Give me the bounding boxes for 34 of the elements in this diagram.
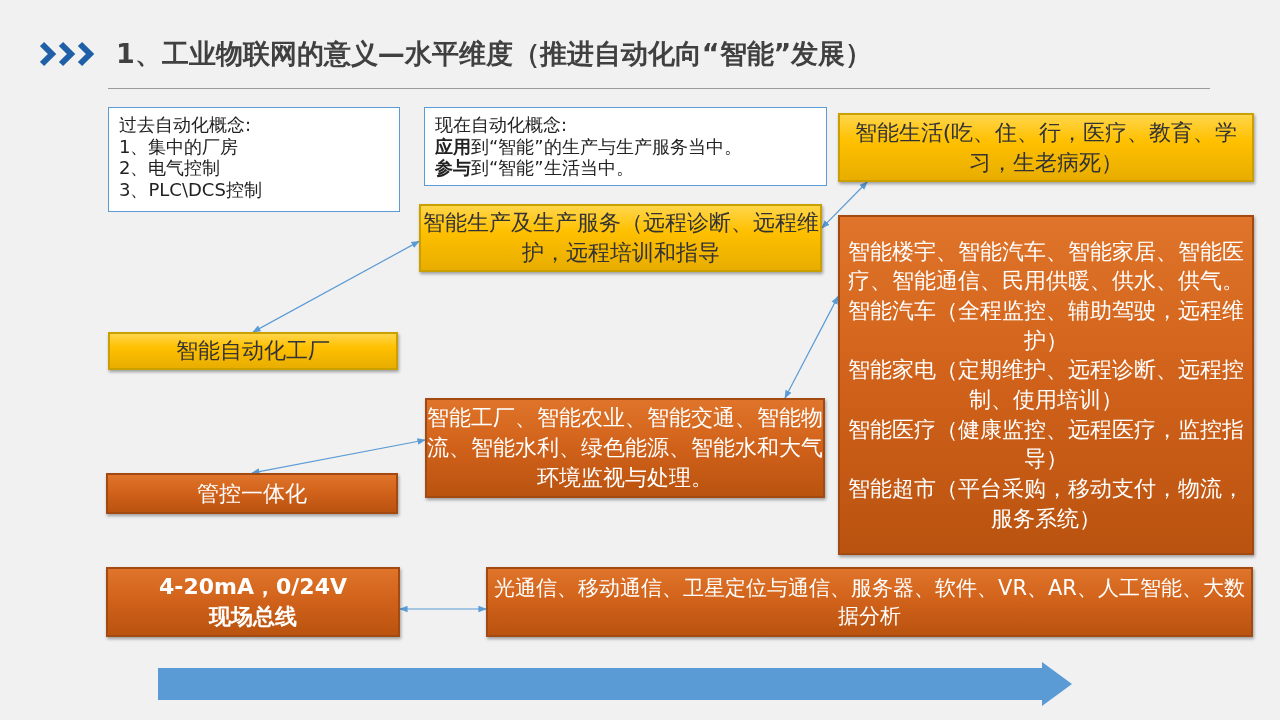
concept-box	[106, 473, 398, 514]
concept-box	[838, 215, 1254, 555]
box-text: 现在自动化概念:	[435, 114, 568, 136]
box-text: 应用到“智能”的生产与生产服务当中。	[435, 135, 742, 158]
note-box	[424, 107, 827, 186]
concept-box	[486, 567, 1253, 637]
box-text: 1、集中的厂房	[119, 135, 239, 158]
double-arrow	[821, 181, 868, 229]
concept-box	[106, 567, 400, 637]
box-text: 参与到“智能”生活当中。	[435, 157, 634, 179]
double-arrow	[251, 438, 426, 475]
box-text: 现场总线	[209, 603, 297, 631]
box-text: 光通信、移动通信、卫星定位与通信、服务器、软件、VR、AR、人工智能、大数据分析	[493, 574, 1246, 630]
box-text: 智能生活(吃、住、行，医疗、教育、学习，生老病死）	[853, 118, 1239, 177]
box-text: 智能医疗（健康监控、远程医疗，监控指导）	[847, 415, 1245, 474]
box-text: 4-20mA，0/24V	[159, 573, 347, 602]
double-arrow	[252, 240, 420, 333]
box-text: 智能楼宇、智能汽车、智能家居、智能医疗、智能通信、民用供暖、供水、供气。	[847, 237, 1245, 296]
box-text: 过去自动化概念:	[119, 114, 252, 136]
box-text: 2、电气控制	[119, 157, 221, 179]
concept-box	[838, 113, 1254, 182]
box-text: 3、PLC\DCS控制	[119, 178, 262, 201]
box-text: 智能工厂、智能农业、智能交通、智能物流、智能水利、绿色能源、智能水和大气环境监视与处理。	[427, 404, 823, 492]
box-text: 管控一体化	[197, 479, 307, 508]
box-text: 智能汽车（全程监控、辅助驾驶，远程维护）	[847, 296, 1245, 355]
box-text: 智能生产及生产服务（远程诊断、远程维护，远程培训和指导	[421, 209, 820, 267]
slide-title: 1、工业物联网的意义—水平维度（推进自动化向“智能”发展）	[116, 37, 873, 71]
double-arrow	[399, 605, 487, 613]
box-text: 智能家电（定期维护、远程诊断、远程控制、使用培训）	[847, 356, 1245, 414]
box-text: 智能超市（平台采购，移动支付，物流，服务系统）	[847, 475, 1245, 533]
concept-box	[108, 332, 398, 370]
note-box	[108, 107, 400, 212]
box-text: 智能自动化工厂	[176, 337, 330, 366]
double-arrow	[784, 295, 839, 399]
